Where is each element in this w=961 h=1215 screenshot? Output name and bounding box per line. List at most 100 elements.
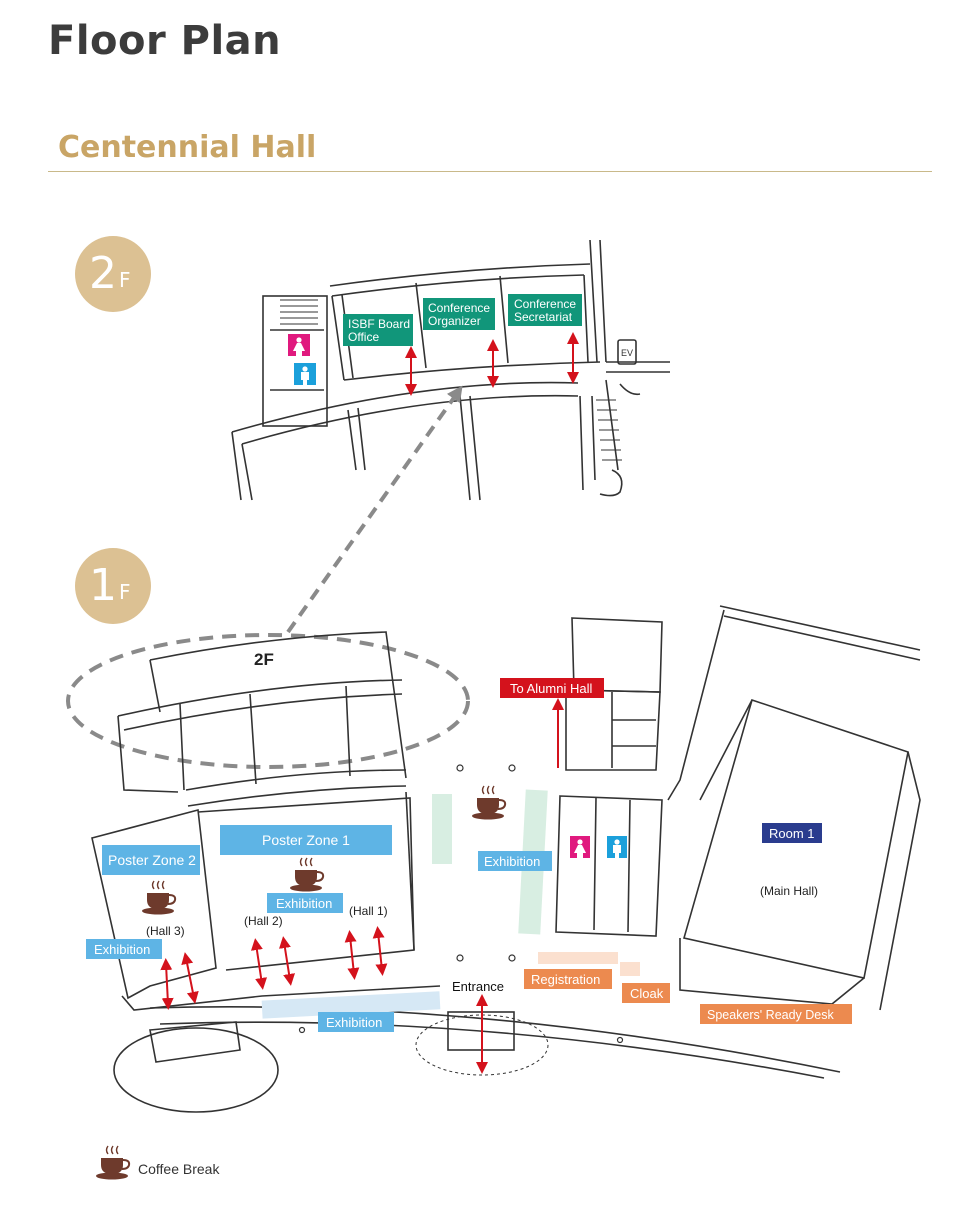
upper-outline <box>149 659 161 713</box>
poster-zone-2-text: Poster Zone 2 <box>108 852 196 868</box>
terrace <box>113 1027 279 1113</box>
coffee-cup-icon <box>471 785 507 821</box>
hall-wall <box>185 769 407 807</box>
annex-wall <box>611 692 656 768</box>
main-hall-roof <box>719 605 921 661</box>
floor-suffix: F <box>119 580 131 604</box>
exhibition-label <box>86 939 162 959</box>
roof-wall <box>331 274 585 297</box>
exhibition-strip <box>432 794 452 864</box>
poster-zone-1-text: Poster Zone 1 <box>262 832 350 848</box>
secretariat-label <box>508 294 582 326</box>
annex-wall <box>565 689 661 771</box>
floor-suffix: F <box>119 268 131 292</box>
map-shape <box>508 764 516 772</box>
roof-wall <box>329 263 591 287</box>
main-hall-label: (Main Hall) <box>760 884 818 898</box>
poster-zone-1-label <box>220 825 392 855</box>
corridor-wall <box>606 361 670 373</box>
exhibition-text: Exhibition <box>484 854 540 869</box>
main-hall-wall <box>879 751 921 1011</box>
elevator-label: EV <box>621 348 633 358</box>
secretariat-line1: Conference <box>514 297 576 311</box>
floor-number: 1 <box>89 560 117 611</box>
room-1-text: Room 1 <box>769 826 815 841</box>
alumni-hall-label <box>500 678 604 698</box>
map-shape <box>508 954 516 962</box>
page-title: Floor Plan <box>48 18 282 64</box>
hall-3-label: (Hall 3) <box>146 924 185 938</box>
restroom-block <box>593 797 631 933</box>
exhibition-strip <box>261 991 441 1019</box>
room-wall <box>583 239 607 363</box>
stair-core <box>262 295 328 427</box>
cloak-text: Cloak <box>630 986 664 1001</box>
columns <box>298 764 624 1044</box>
secretariat-line2: Secretariat <box>514 310 573 324</box>
coffee-cup-icon <box>289 857 325 893</box>
exhibition-label <box>318 1012 394 1032</box>
cloak-label <box>622 983 670 1003</box>
coffee-cup-icon <box>95 1145 131 1181</box>
exhibition-text: Exhibition <box>276 896 332 911</box>
map-shape <box>181 952 199 1004</box>
alumni-hall-text: To Alumni Hall <box>510 681 592 696</box>
corridor-wall <box>241 394 579 445</box>
registration-strip <box>538 952 618 964</box>
door-arrows <box>160 926 388 1010</box>
speakers-desk-text: Speakers' Ready Desk <box>707 1008 835 1022</box>
map-shape <box>298 1026 306 1034</box>
isbf-office-label <box>343 314 413 346</box>
hall-wall <box>117 679 403 731</box>
terrace-bench <box>149 1021 241 1063</box>
map-shape <box>344 930 360 980</box>
map-shape <box>372 926 388 976</box>
organizer-line2: Organizer <box>428 314 481 328</box>
main-hall-wall <box>667 609 753 801</box>
hall-2-wall <box>197 797 415 971</box>
partition-wall <box>459 395 481 501</box>
stair-wall <box>599 469 623 497</box>
organizer-label <box>423 298 495 330</box>
exhibition-label <box>267 893 343 913</box>
room-wall <box>415 275 509 369</box>
hall-wall <box>405 791 415 951</box>
floor-link-arrow <box>286 385 463 634</box>
cloak-strip <box>620 962 640 976</box>
door-swing <box>619 383 641 396</box>
room-1-label <box>762 823 822 843</box>
zone-2f-label: 2F <box>254 650 274 669</box>
section-title: Centennial Hall <box>58 130 317 165</box>
coffee-cup-icon <box>141 880 177 916</box>
hall-wall <box>179 685 351 791</box>
registration-text: Registration <box>531 972 600 987</box>
restroom-block <box>555 795 663 937</box>
entrance-area <box>415 1014 549 1076</box>
map-shape <box>616 1036 624 1044</box>
exhibition-text: Exhibition <box>326 1015 382 1030</box>
section-divider <box>48 171 932 172</box>
room-wall <box>343 361 601 381</box>
map-shape <box>456 954 464 962</box>
poster-zone-2-label <box>102 845 200 875</box>
exhibition-label <box>478 851 552 871</box>
hall-2-label: (Hall 2) <box>244 914 283 928</box>
partition-wall <box>347 407 366 471</box>
legend-coffee-break: Coffee Break <box>138 1161 220 1177</box>
isbf-line2: Office <box>348 330 379 344</box>
upper-outline <box>149 631 407 779</box>
main-hall-wall <box>679 938 865 1005</box>
stairs <box>280 299 318 325</box>
map-shape <box>250 938 268 990</box>
isbf-line1: ISBF Board <box>348 317 410 331</box>
corridor-wall <box>231 431 253 501</box>
hall-1-label: (Hall 1) <box>349 904 388 918</box>
map-shape <box>160 958 174 1010</box>
floor-badge-2f: 2 F <box>75 236 151 312</box>
organizer-line1: Conference <box>428 301 490 315</box>
floor-number: 2 <box>89 248 117 299</box>
entrance-label: Entrance <box>452 979 504 994</box>
corridor-wall <box>579 379 619 491</box>
registration-label <box>524 969 612 989</box>
